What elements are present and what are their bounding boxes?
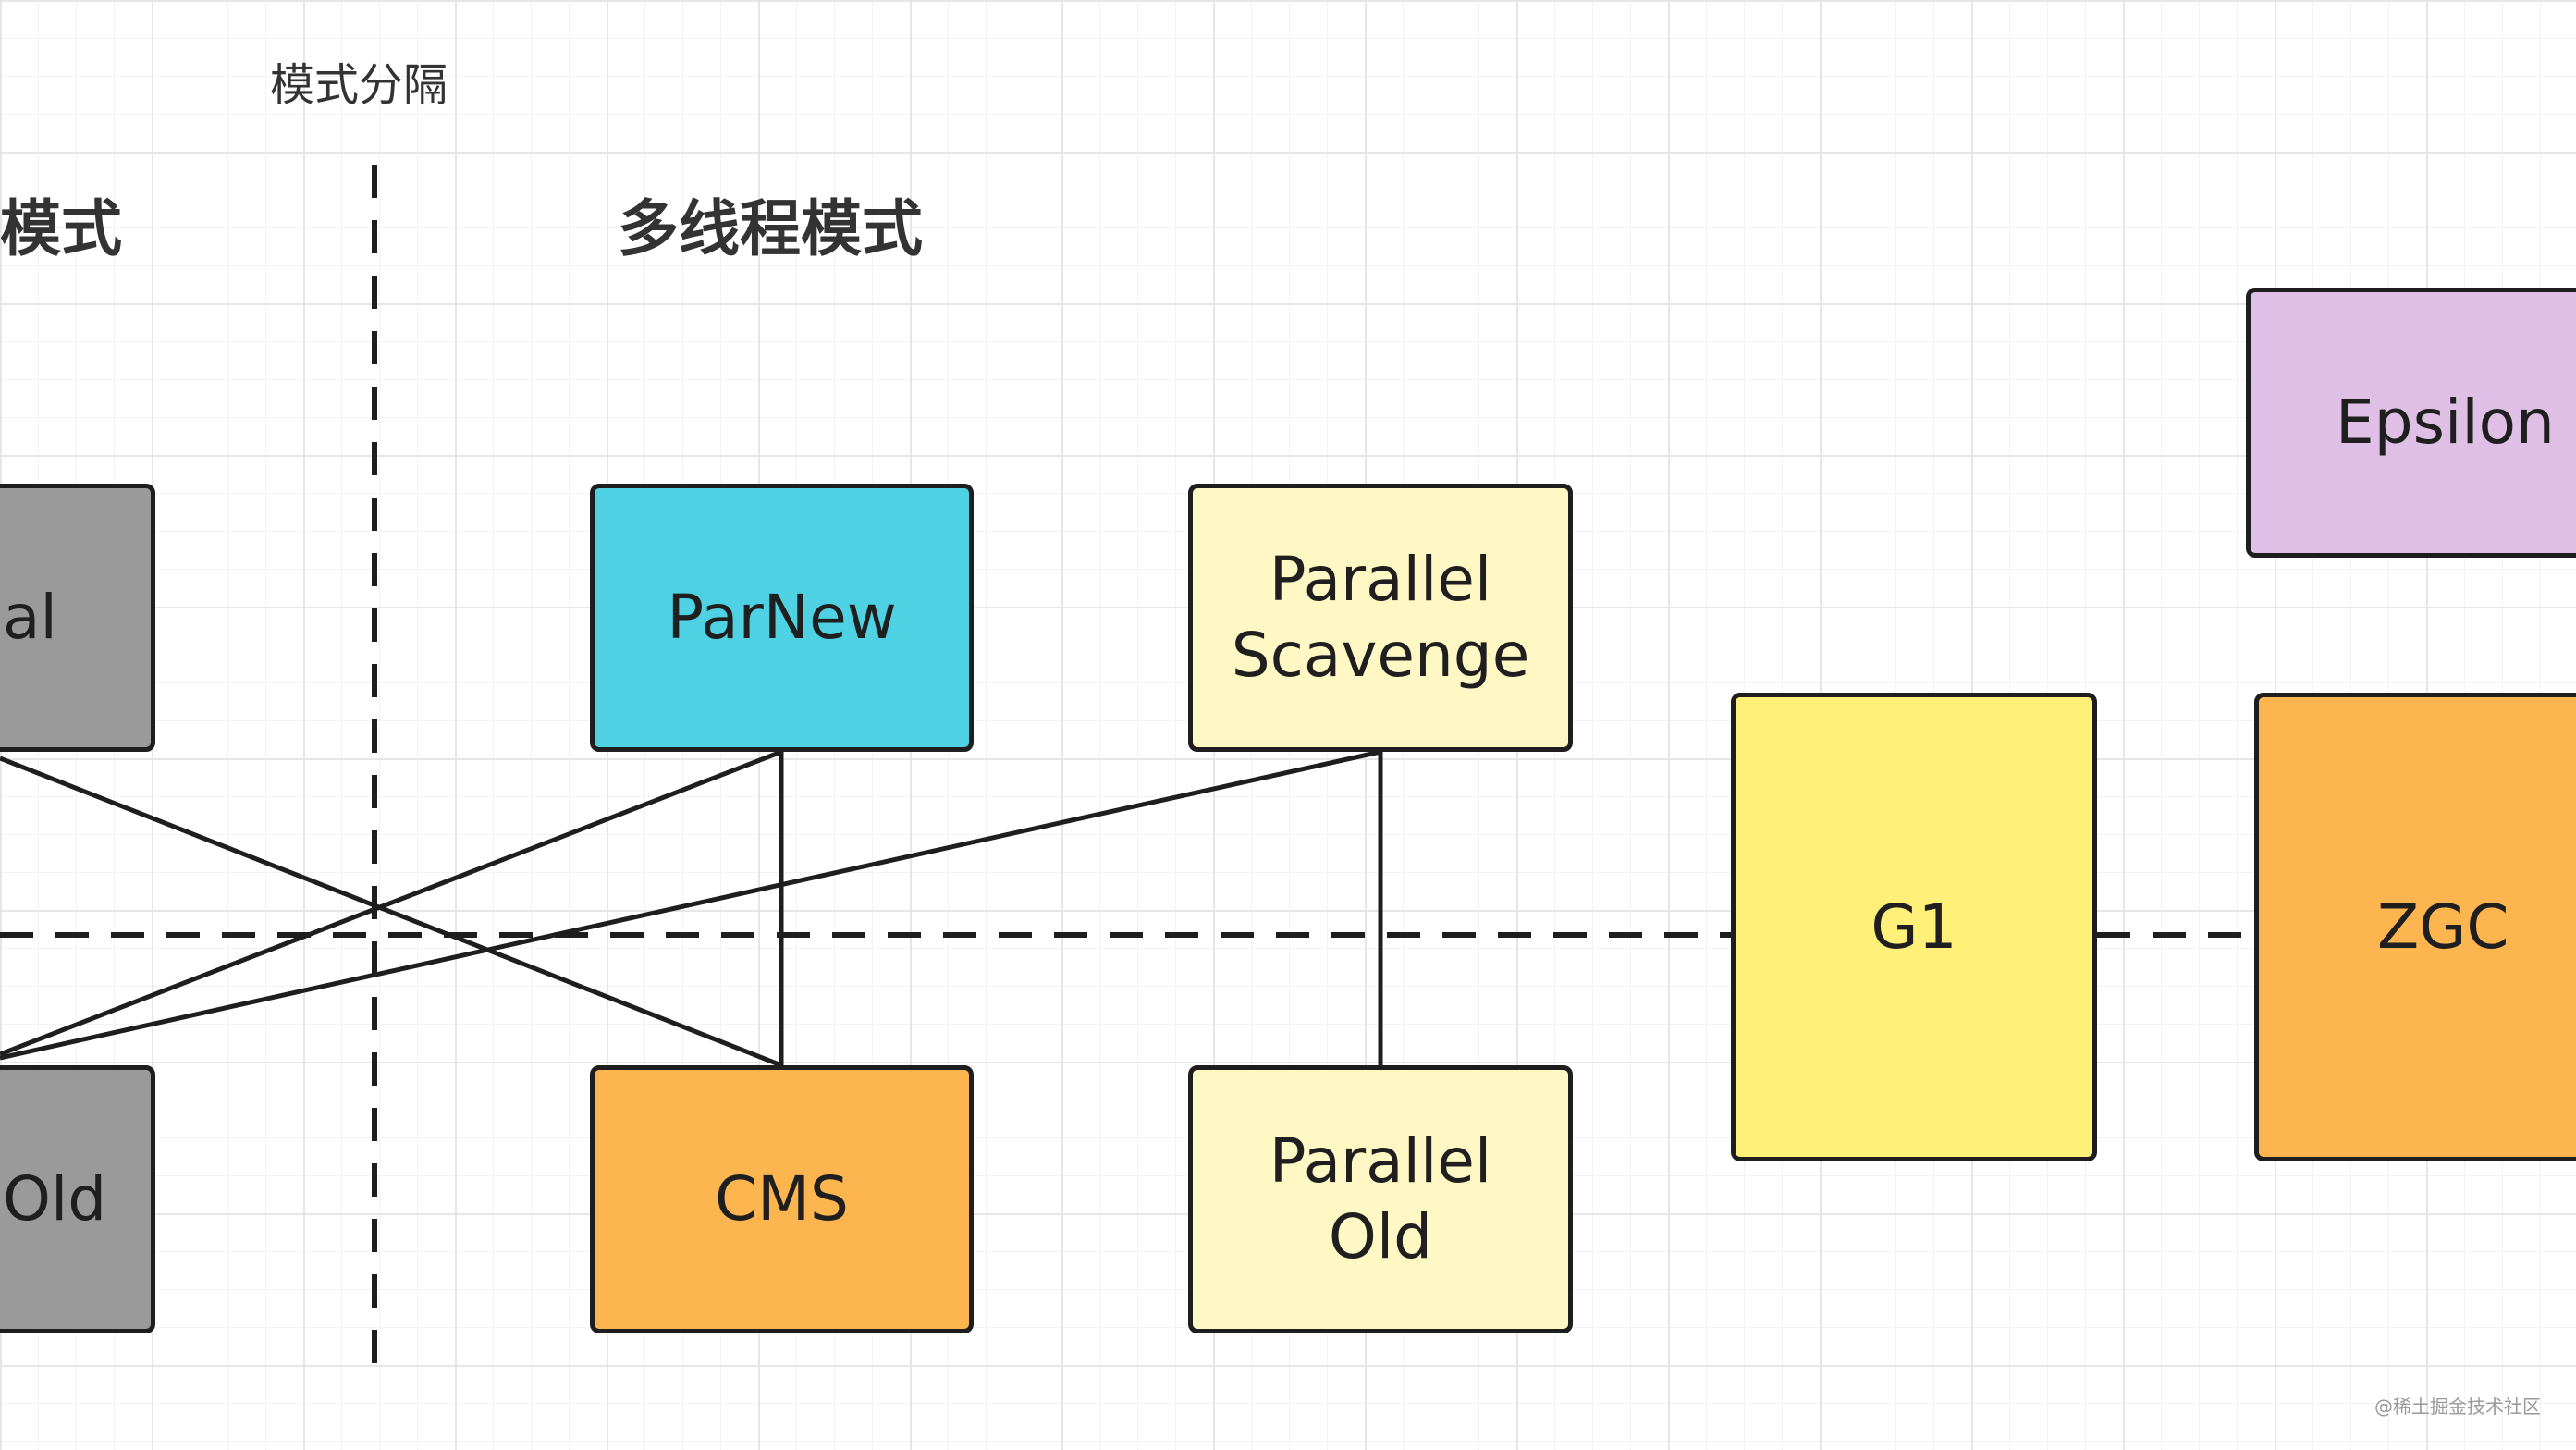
node-epsilon: Epsilon [2246,288,2576,558]
node-serial-old-partial-label: Old [3,1163,107,1235]
node-g1: G1 [1731,693,2097,1161]
section-title-left-partial: 模式 [0,193,122,264]
node-parallel-old: Parallel Old [1188,1065,1573,1333]
mode-divider-label: 模式分隔 [270,59,448,111]
node-parallel-scavenge: Parallel Scavenge [1188,484,1573,752]
node-parallel-old-label: Parallel Old [1269,1125,1492,1272]
node-serial-partial-label: al [3,582,57,653]
node-g1-label: G1 [1871,891,1957,963]
section-title-multithread: 多线程模式 [618,193,923,264]
node-cms: CMS [590,1065,974,1333]
link-serial-cms [0,756,782,1068]
node-zgc-label: ZGC [2377,891,2509,963]
node-parallel-scavenge-label: Parallel Scavenge [1231,544,1530,691]
node-epsilon-label: Epsilon [2336,387,2555,458]
node-serial-partial: al [0,484,155,752]
link-parallelscavenge-serialold [0,749,1381,1061]
node-cms-label: CMS [715,1163,849,1235]
link-parnew-serialold [0,749,782,1057]
watermark: @稀土掘金技术社区 [2374,1395,2541,1418]
node-serial-old-partial: Old [0,1065,155,1333]
node-zgc: ZGC [2254,693,2576,1161]
node-parnew: ParNew [590,484,974,752]
node-parnew-label: ParNew [667,582,897,653]
